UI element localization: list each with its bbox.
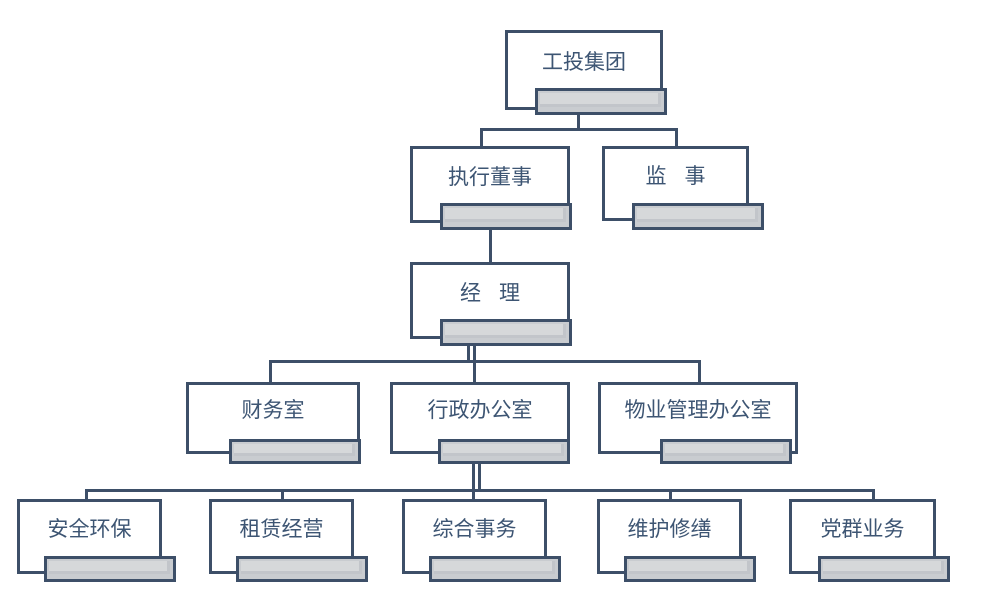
node-bar-inner (445, 208, 566, 222)
connector-n3-up (675, 128, 678, 148)
node-bar[interactable] (660, 439, 792, 464)
org-node-gongtou-jituan[interactable]: 工投集团 (505, 30, 680, 115)
connector-n4-down2 (467, 332, 470, 362)
node-label: 党群业务 (820, 516, 905, 541)
node-bar[interactable] (440, 203, 572, 230)
org-node-wuye-guanli-bangongshi[interactable]: 物业管理办公室 (598, 382, 803, 466)
node-bar[interactable] (229, 439, 361, 464)
org-node-jingli[interactable]: 经理 (410, 262, 585, 348)
node-label: 维护修缮 (627, 516, 712, 541)
node-label: 物业管理办公室 (624, 398, 772, 423)
node-label: 行政办公室 (427, 398, 533, 423)
org-node-caiwushi[interactable]: 财务室 (186, 382, 366, 466)
connector-n6-down2 (472, 455, 475, 491)
node-bar[interactable] (44, 556, 176, 582)
node-bar[interactable] (438, 439, 570, 464)
connector-n12-up (872, 489, 875, 501)
org-node-zhixing-dongshi[interactable]: 执行董事 (410, 146, 585, 232)
node-bar[interactable] (236, 556, 368, 582)
connector-n4-down (473, 332, 476, 362)
connector-n5-up (269, 360, 272, 382)
connector-l4-bus (269, 360, 701, 363)
connector-n1-down (577, 110, 580, 130)
org-node-zonghe-shiwu[interactable]: 综合事务 (402, 499, 567, 584)
node-label: 监事 (645, 163, 724, 188)
connector-n6-up (473, 360, 476, 382)
connector-n6-down (478, 455, 481, 491)
connector-n2-up (480, 128, 483, 148)
connector-n11-up (669, 489, 672, 501)
connector-n9-up (281, 489, 284, 501)
node-bar-inner (443, 444, 564, 456)
connector-l2-bus (480, 128, 678, 131)
org-node-zulin-jingying[interactable]: 租赁经营 (209, 499, 374, 584)
org-node-dangqun-yewu[interactable]: 党群业务 (789, 499, 957, 584)
org-node-anquan-huanbao[interactable]: 安全环保 (17, 499, 182, 584)
node-bar[interactable] (818, 556, 950, 582)
node-bar-inner (637, 208, 758, 222)
node-bar[interactable] (429, 556, 561, 582)
node-bar-inner (241, 561, 362, 574)
connector-n8-up (85, 489, 88, 501)
node-label: 财务室 (241, 398, 305, 423)
node-bar-inner (234, 444, 355, 456)
node-label: 经理 (460, 280, 538, 305)
node-bar-inner (445, 324, 566, 338)
node-bar[interactable] (440, 319, 572, 346)
connector-l5-bus (85, 489, 875, 492)
org-node-weihu-xiushan[interactable]: 维护修缮 (597, 499, 762, 584)
node-label: 执行董事 (448, 164, 532, 189)
node-bar[interactable] (535, 88, 667, 115)
node-bar-inner (49, 561, 170, 574)
connector-n10-up (472, 489, 475, 501)
connector-n7-up (698, 360, 701, 382)
node-label: 工投集团 (542, 50, 626, 75)
node-bar[interactable] (624, 556, 756, 582)
node-bar[interactable] (632, 203, 764, 230)
node-label: 综合事务 (432, 516, 517, 541)
node-box: 物业管理办公室 (598, 382, 798, 454)
node-bar-inner (629, 561, 750, 574)
node-bar-inner (823, 561, 944, 574)
node-bar-inner (540, 93, 661, 107)
connector-n2-down (489, 222, 492, 268)
node-label: 安全环保 (47, 516, 132, 541)
node-bar-inner (665, 444, 786, 456)
node-bar-inner (434, 561, 555, 574)
node-label: 租赁经营 (239, 516, 324, 541)
org-node-xingzheng-bangongshi[interactable]: 行政办公室 (390, 382, 575, 466)
org-node-jianshi[interactable]: 监事 (602, 146, 777, 232)
